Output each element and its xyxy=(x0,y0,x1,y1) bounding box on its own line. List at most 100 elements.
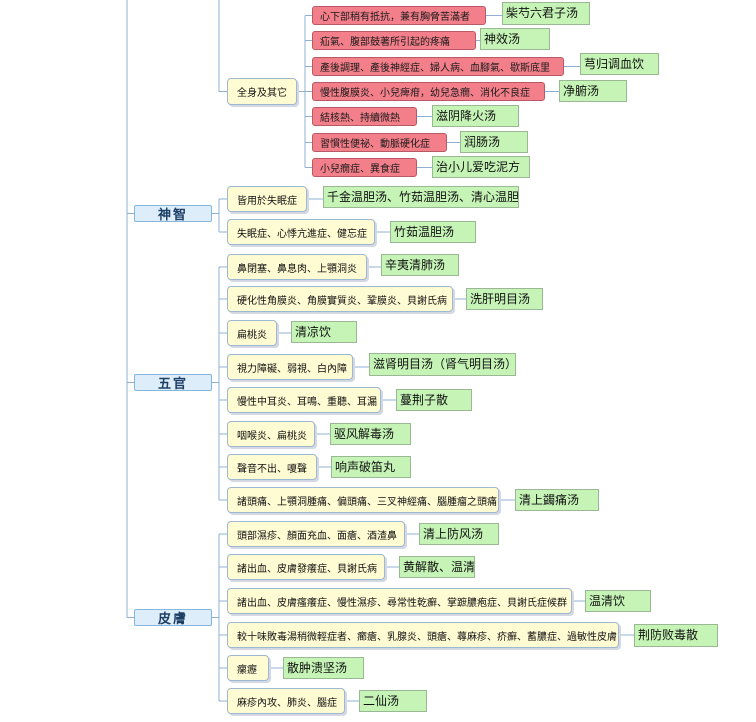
formula-c20[interactable]: 温清饮 xyxy=(585,590,651,612)
category-label: 五官 xyxy=(157,377,188,391)
formula-r4[interactable]: 净腑汤 xyxy=(559,80,627,102)
cond-label: 慢性中耳炎、耳鳴、重聽、耳漏 xyxy=(237,396,377,408)
category-label: 神智 xyxy=(157,208,188,222)
formula-label: 芎归调血饮 xyxy=(584,57,645,71)
formula-label: 滋阴降火汤 xyxy=(436,109,497,123)
cond-c20[interactable]: 諸出血、皮膚瘙癢症、慢性濕疹、尋常性乾癬、掌蹠膿疱症、貝謝氏症候群 xyxy=(227,588,572,614)
formula-label: 润肠汤 xyxy=(464,135,501,149)
formula-c21[interactable]: 荆防败毒散 xyxy=(634,624,718,647)
formula-r7[interactable]: 治小儿爱吃泥方 xyxy=(432,156,530,178)
category-pifu[interactable]: 皮膚 xyxy=(134,609,212,626)
cond-c14[interactable]: 慢性中耳炎、耳鳴、重聽、耳漏 xyxy=(227,387,381,413)
cond-label: 結核熱、持續微熱 xyxy=(320,113,400,124)
cond-r3[interactable]: 產後調理、產後神經症、婦人病、血腳氣、歇斯底里 xyxy=(312,57,564,76)
formula-r1[interactable]: 柴芍六君子汤 xyxy=(502,2,590,25)
cond-label: 瘰癧 xyxy=(237,664,257,676)
cond-label: 較十味敗毒湯稍微輕症者、癤瘡、乳腺炎、頭瘡、蕁麻疹、疥癬、蓄膿症、過敏性皮膚 xyxy=(237,631,617,643)
formula-c12[interactable]: 清凉饮 xyxy=(291,321,357,343)
cond-c17[interactable]: 諸頭痛、上顎洞腫痛、偏頭痛、三叉神經痛、腦腫瘤之頭痛 xyxy=(227,487,499,513)
cond-label: 慢性腹膜炎、小兒痺疳，幼兒急癇、消化不良症 xyxy=(320,88,530,99)
cond-label: 鼻閉塞、鼻息肉、上顎洞炎 xyxy=(237,263,357,275)
cond-label: 諸出血、皮膚瘙癢症、慢性濕疹、尋常性乾癬、掌蹠膿疱症、貝謝氏症候群 xyxy=(237,597,567,609)
formula-label: 滋肾明目汤（肾气明目汤） xyxy=(373,357,516,371)
category-wuguan[interactable]: 五官 xyxy=(134,374,212,391)
formula-label: 响声破笛丸 xyxy=(335,460,396,474)
cond-c11[interactable]: 硬化性角膜炎、角膜實質炎、鞏膜炎、貝謝氏病 xyxy=(227,286,453,312)
formula-label: 神效汤 xyxy=(484,32,521,46)
cond-r6[interactable]: 習慣性便祕、動脈硬化症 xyxy=(312,133,447,152)
cond-label: 疝氣、腹部鼓著所引起的疼痛 xyxy=(320,37,450,48)
formula-label: 散肿溃坚汤 xyxy=(287,661,348,675)
node-quanshen[interactable]: 全身及其它 xyxy=(227,78,297,105)
cond-c22[interactable]: 瘰癧 xyxy=(227,655,269,681)
cond-label: 扁桃炎 xyxy=(237,329,267,341)
formula-c16[interactable]: 响声破笛丸 xyxy=(331,456,411,478)
cond-label: 諸頭痛、上顎洞腫痛、偏頭痛、三叉神經痛、腦腫瘤之頭痛 xyxy=(237,496,497,508)
formula-c22[interactable]: 散肿溃坚汤 xyxy=(283,657,364,679)
formula-c17[interactable]: 清上蠲痛汤 xyxy=(515,489,599,511)
formula-c11[interactable]: 洗肝明目汤 xyxy=(466,288,543,310)
cond-c13[interactable]: 視力障礙、弱視、白內障 xyxy=(227,354,353,380)
cond-label: 習慣性便祕、動脈硬化症 xyxy=(320,139,430,150)
cond-c9[interactable]: 失眠症、心悸亢進症、健忘症 xyxy=(227,219,375,245)
formula-c23[interactable]: 二仙汤 xyxy=(359,690,427,712)
cond-label: 視力障礙、弱視、白內障 xyxy=(237,363,347,375)
formula-label: 蔓荆子散 xyxy=(400,393,449,407)
formula-label: 千金温胆汤、竹茹温胆汤、清心温胆汤 xyxy=(327,190,519,204)
cond-r1[interactable]: 心下部稍有抵抗，兼有胸脅苦滿者 xyxy=(312,6,486,25)
formula-c19[interactable]: 黄解散、温清饮 xyxy=(399,556,475,578)
cond-c19[interactable]: 諸出血、皮膚發癢症、貝謝氏病 xyxy=(227,554,385,580)
formula-c14[interactable]: 蔓荆子散 xyxy=(396,389,472,411)
cond-c10[interactable]: 鼻閉塞、鼻息肉、上顎洞炎 xyxy=(227,254,367,280)
formula-label: 治小儿爱吃泥方 xyxy=(436,160,521,174)
formula-label: 竹茹温胆汤 xyxy=(394,225,455,239)
formula-c13[interactable]: 滋肾明目汤（肾气明目汤） xyxy=(369,353,516,376)
cond-label: 硬化性角膜炎、角膜實質炎、鞏膜炎、貝謝氏病 xyxy=(237,295,447,307)
formula-label: 清上蠲痛汤 xyxy=(519,493,580,507)
formula-c15[interactable]: 驱风解毒汤 xyxy=(330,423,411,445)
formula-c18[interactable]: 清上防风汤 xyxy=(419,523,499,545)
node-label: 全身及其它 xyxy=(237,88,287,99)
formula-label: 清凉饮 xyxy=(295,325,332,339)
cond-c18[interactable]: 頭部濕疹、顏面充血、面瘡、酒渣鼻 xyxy=(227,521,405,547)
formula-label: 辛夷清肺汤 xyxy=(385,258,446,272)
formula-r5[interactable]: 滋阴降火汤 xyxy=(432,105,519,127)
formula-label: 洗肝明目汤 xyxy=(470,292,531,306)
formula-label: 黄解散、温清饮 xyxy=(403,560,475,574)
category-shenzhi[interactable]: 神智 xyxy=(134,205,212,222)
formula-r3[interactable]: 芎归调血饮 xyxy=(580,53,659,75)
cond-c15[interactable]: 咽喉炎、扁桃炎 xyxy=(227,421,315,447)
cond-label: 心下部稍有抵抗，兼有胸脅苦滿者 xyxy=(320,12,470,23)
formula-label: 二仙汤 xyxy=(363,694,400,708)
formula-label: 驱风解毒汤 xyxy=(334,427,395,441)
formula-c9[interactable]: 竹茹温胆汤 xyxy=(390,221,476,243)
cond-label: 聲音不出、嗄聲 xyxy=(237,463,307,475)
cond-c23[interactable]: 麻疹內攻、肺炎、腦症 xyxy=(227,688,345,714)
cond-c12[interactable]: 扁桃炎 xyxy=(227,320,277,346)
cond-r2[interactable]: 疝氣、腹部鼓著所引起的疼痛 xyxy=(312,31,476,50)
cond-c21[interactable]: 較十味敗毒湯稍微輕症者、癤瘡、乳腺炎、頭瘡、蕁麻疹、疥癬、蓄膿症、過敏性皮膚 xyxy=(227,622,619,648)
formula-label: 温清饮 xyxy=(589,594,626,608)
cond-label: 皆用於失眠症 xyxy=(237,195,297,207)
cond-r5[interactable]: 結核熱、持續微熱 xyxy=(312,107,417,126)
cond-label: 諸出血、皮膚發癢症、貝謝氏病 xyxy=(237,563,377,575)
formula-label: 荆防败毒散 xyxy=(638,628,699,642)
cond-label: 失眠症、心悸亢進症、健忘症 xyxy=(237,228,367,240)
cond-label: 產後調理、產後神經症、婦人病、血腳氣、歇斯底里 xyxy=(320,63,550,74)
cond-r7[interactable]: 小兒癇症、異食症 xyxy=(312,158,417,177)
cond-label: 小兒癇症、異食症 xyxy=(320,164,400,175)
top-group-link xyxy=(218,0,227,92)
formula-label: 净腑汤 xyxy=(563,84,600,98)
cond-r4[interactable]: 慢性腹膜炎、小兒痺疳，幼兒急癇、消化不良症 xyxy=(312,82,545,101)
formula-r6[interactable]: 润肠汤 xyxy=(460,131,528,153)
cond-c16[interactable]: 聲音不出、嗄聲 xyxy=(227,454,317,480)
formula-c8[interactable]: 千金温胆汤、竹茹温胆汤、清心温胆汤 xyxy=(323,186,519,208)
formula-c10[interactable]: 辛夷清肺汤 xyxy=(381,254,459,276)
formula-label: 清上防风汤 xyxy=(423,527,484,541)
formula-r2[interactable]: 神效汤 xyxy=(480,28,550,50)
formula-label: 柴芍六君子汤 xyxy=(506,6,579,20)
cond-c8[interactable]: 皆用於失眠症 xyxy=(227,186,307,212)
cond-label: 麻疹內攻、肺炎、腦症 xyxy=(237,697,337,709)
